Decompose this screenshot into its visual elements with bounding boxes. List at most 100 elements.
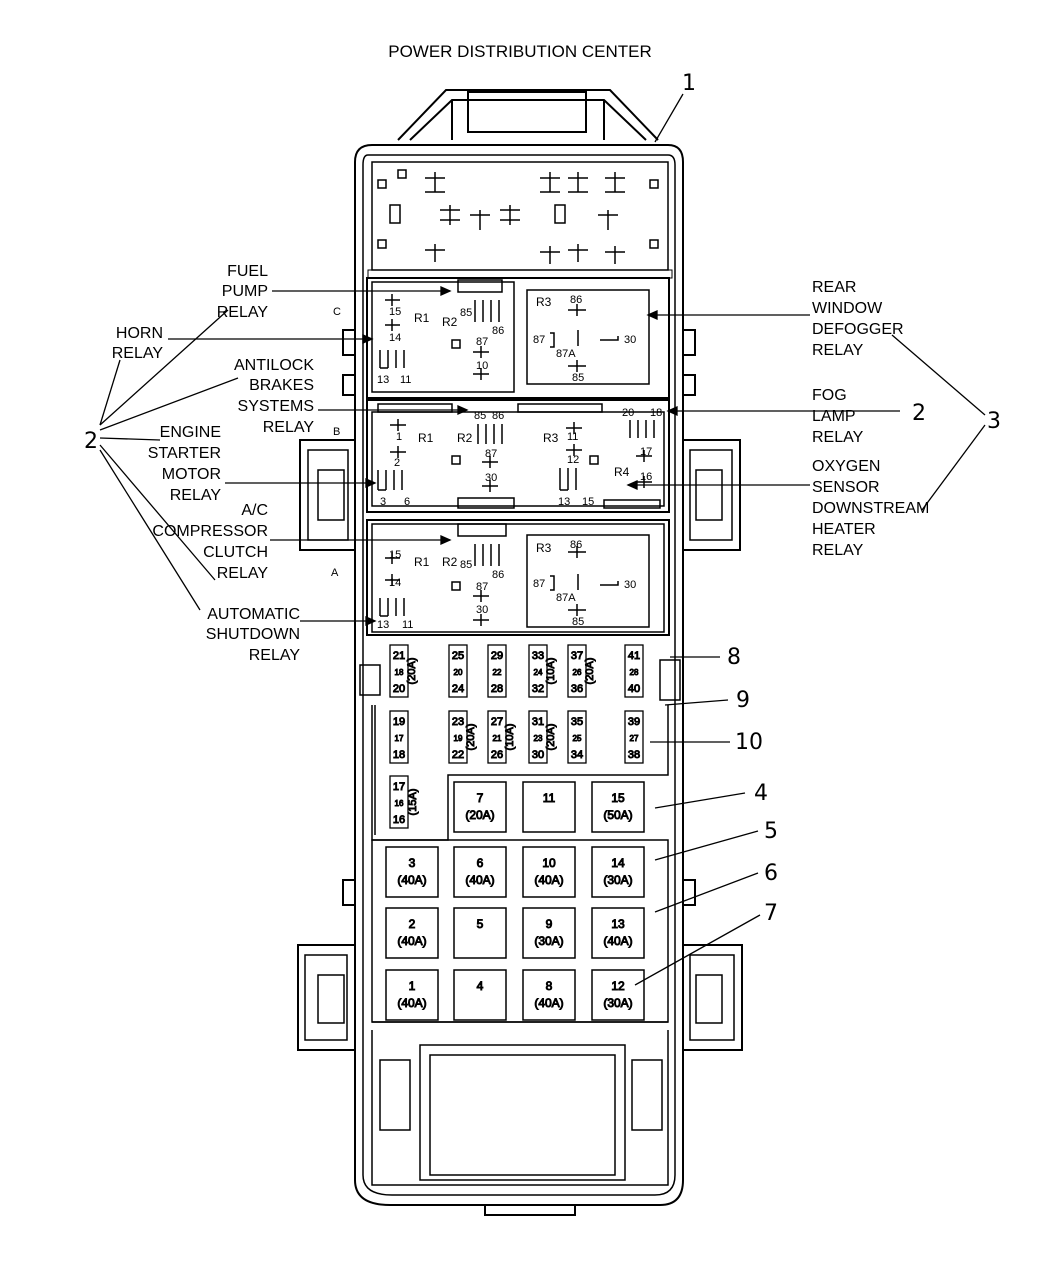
svg-text:AUTOMATIC: AUTOMATIC [207,606,300,623]
svg-text:RELAY: RELAY [170,487,222,504]
svg-text:MOTOR: MOTOR [162,466,221,483]
svg-text:RELAY: RELAY [812,542,864,559]
maxi-fuse-amp: (30A) [603,996,632,1010]
svg-text:OXYGEN: OXYGEN [812,458,880,475]
relay-b-r3-label: R3 [543,431,559,445]
ref-9: 9 [736,688,750,713]
pin-a-15: 15 [389,549,401,561]
mini-fuse-top: 27 [491,716,503,728]
svg-text:PUMP: PUMP [222,283,268,300]
bank-c-label: C [333,306,341,318]
svg-text:RELAY: RELAY [812,429,864,446]
svg-text:SENSOR: SENSOR [812,479,880,496]
mini-fuse-mid: 17 [395,734,404,743]
maxi-fuse: 13(40A) [591,907,645,959]
svg-text:RELAY: RELAY [217,304,269,321]
pin-b-16: 16 [640,471,652,483]
pin-c-r3-85: 85 [572,372,584,384]
maxi-fuse-amp: (40A) [534,996,563,1010]
svg-text:DOWNSTREAM: DOWNSTREAM [812,500,929,517]
pin-c-r3-30: 30 [624,334,636,346]
relay-b-r2-label: R2 [457,431,473,445]
mini-fuse-bot: 34 [571,749,583,761]
mini-fuse-amp: (10A) [504,724,516,751]
mini-fuse-amp: (20A) [545,724,557,751]
pin-c-15: 15 [389,306,401,318]
pin-b-1: 1 [396,431,402,443]
pin-c-r3-87: 87 [533,334,545,346]
callout-rear-defog: REAR WINDOW DEFOGGER RELAY [812,279,904,359]
maxi-fuse-number: 15 [611,791,625,805]
maxi-fuse-amp: (20A) [465,808,494,822]
maxi-fuse-number: 7 [477,791,484,805]
pin-a-30: 30 [476,604,488,616]
mini-fuse-amp: (20A) [584,658,596,685]
mini-fuse-top: 41 [628,650,640,662]
pin-b-30: 30 [485,472,497,484]
mini-fuse-mid: 27 [630,734,639,743]
maxi-fuse: 7 (20A) [453,781,507,833]
pin-a-13: 13 [377,619,389,631]
maxi-fuse: 8 (40A) [522,969,576,1021]
svg-text:SHUTDOWN: SHUTDOWN [206,626,300,643]
relay-b-r4-label: R4 [614,465,630,479]
relay-c-r1-label: R1 [414,311,430,325]
maxi-fuse-number: 6 [477,856,484,870]
svg-text:ENGINE: ENGINE [160,424,221,441]
maxi-fuse: 5 [453,907,507,959]
svg-text:BRAKES: BRAKES [249,377,314,394]
maxi-fuse-amp: (40A) [397,996,426,1010]
pin-a-86: 86 [492,569,504,581]
callout-oxygen-sensor: OXYGEN SENSOR DOWNSTREAM HEATER RELAY [812,458,929,559]
maxi-fuse-amp: (50A) [603,808,632,822]
callout-antilock: ANTILOCK BRAKES SYSTEMS RELAY [234,357,314,436]
maxi-fuse-number: 8 [546,979,553,993]
bank-b-label: B [333,426,340,438]
mini-fuse-bot: 24 [452,683,464,695]
svg-text:RELAY: RELAY [812,342,864,359]
mini-fuse-bot: 36 [571,683,583,695]
maxi-fuse-amp: (30A) [603,873,632,887]
maxi-fuse-number: 14 [611,856,625,870]
mini-fuse-mid: 22 [493,668,502,677]
maxi-fuse: 14 (30A) [591,846,645,898]
pin-c-r3-86: 86 [570,294,582,306]
mini-fuse-grid: 211820(20A)252024292228332432(10A)372636… [389,644,644,829]
pin-b-86: 86 [492,410,504,422]
fuse-area-frame [359,659,681,1023]
pin-c-13: 13 [377,374,389,386]
pin-a-r3-87a: 87A [556,592,576,604]
relay-a-r1-label: R1 [414,555,430,569]
mini-fuse-mid: 26 [573,668,582,677]
pin-b-15: 15 [582,496,594,508]
mini-fuse-top: 29 [491,650,503,662]
pin-b-3: 3 [380,496,386,508]
pin-a-r3-87: 87 [533,578,545,590]
pin-b-6: 6 [404,496,410,508]
callout-fog-lamp: FOG LAMP RELAY [812,387,864,446]
mini-fuse-top: 19 [393,716,405,728]
callout-asd: AUTOMATIC SHUTDOWN RELAY [206,606,301,664]
svg-text:HEATER: HEATER [812,521,876,538]
pin-b-13: 13 [558,496,570,508]
mini-fuse-mid: 18 [395,668,404,677]
maxi-fuse: 10(40A) [522,846,576,898]
pin-b-18: 18 [650,407,662,419]
maxi-fuse-number: 12 [611,979,625,993]
mini-fuse-top: 23 [452,716,464,728]
svg-text:17: 17 [393,781,405,793]
relay-a-r2-label: R2 [442,555,458,569]
mini-fuse-top: 21 [393,650,405,662]
pin-b-87: 87 [485,448,497,460]
mini-fuse-amp: (10A) [545,658,557,685]
pin-c-86: 86 [492,325,504,337]
